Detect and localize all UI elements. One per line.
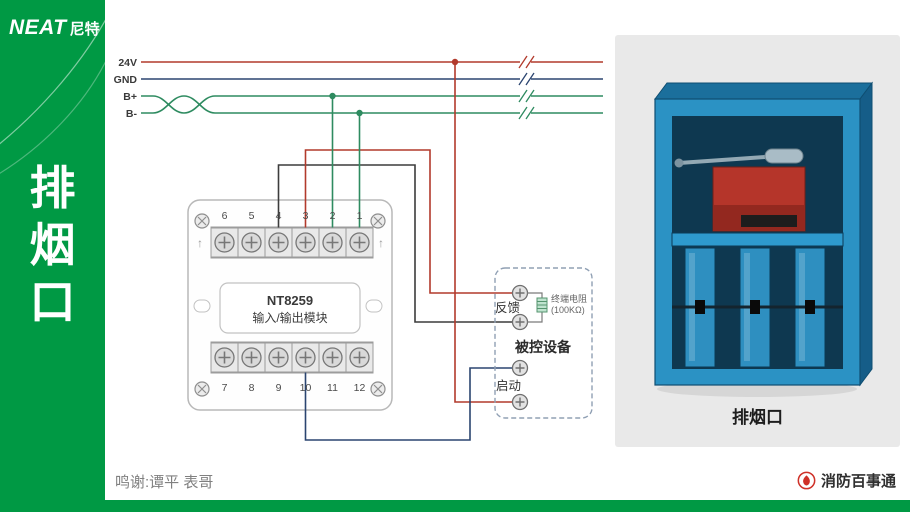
terminal-number: 10 xyxy=(300,382,312,394)
device-terminal-icon xyxy=(511,359,529,377)
corner-screw-icon xyxy=(194,213,210,229)
brand-logo-en: NEAT xyxy=(9,16,67,39)
product-photo xyxy=(654,81,873,397)
module-name: 输入/输出模块 xyxy=(252,310,327,325)
terminal-number: 9 xyxy=(276,382,282,394)
bus-label-bminus: B- xyxy=(126,108,138,120)
title-char-3: 口 xyxy=(29,276,76,328)
module-texts: 6 5 4 3 2 1 ↑ ↑ NT8259 输入/输出模块 7 8 9 10 … xyxy=(197,210,384,394)
corner-screw-icon xyxy=(194,381,210,397)
terminal-screw-icon xyxy=(345,342,374,373)
module-top-terminals xyxy=(210,227,374,258)
terminal-number: 11 xyxy=(327,382,338,394)
decorative-arcs xyxy=(0,19,105,174)
module-label-box xyxy=(219,282,361,334)
footer-green-bar xyxy=(0,500,910,512)
bus-break-marks xyxy=(518,55,535,120)
terminal-screw-icon xyxy=(237,342,266,373)
footer-brand-name: 消防百事通 xyxy=(820,473,896,490)
bus-label-bplus: B+ xyxy=(123,91,137,103)
up-arrow-icon: ↑ xyxy=(378,236,384,250)
device-terminal-icon xyxy=(511,313,529,331)
product-caption: 排烟口 xyxy=(732,408,783,427)
device-terminal-icon xyxy=(511,284,529,302)
device-terminal-icon xyxy=(511,393,529,411)
start-label: 启动 xyxy=(496,379,521,393)
bus-line-bplus xyxy=(141,95,603,114)
terminal-number: 3 xyxy=(303,210,309,222)
terminal-screw-icon xyxy=(237,227,266,258)
product-photo-panel: 排烟口 xyxy=(615,35,900,447)
bus-lines: 24V GND B+ B- xyxy=(114,57,603,120)
terminal-number: 2 xyxy=(330,210,336,222)
junction-dots xyxy=(329,58,459,117)
title-char-2: 烟 xyxy=(29,219,76,271)
terminal-screw-icon xyxy=(210,227,239,258)
module-model: NT8259 xyxy=(267,293,313,308)
terminal-screw-icon xyxy=(291,227,320,258)
terminal-screw-icon xyxy=(318,342,347,373)
wire-24v-red xyxy=(454,62,513,403)
title-char-1: 排 xyxy=(29,162,76,214)
resistor-value: (100KΩ) xyxy=(551,305,585,315)
page-title-vertical: 排 烟 口 xyxy=(0,160,105,331)
terminal-number: 8 xyxy=(249,382,255,394)
terminal-resistor-icon xyxy=(527,292,548,323)
terminal-number: 6 xyxy=(222,210,228,222)
feedback-label: 反馈 xyxy=(495,301,520,315)
terminal-screw-icon xyxy=(345,227,374,258)
resistor-name: 终端电阻 xyxy=(551,293,587,304)
terminal-screw-icon xyxy=(318,227,347,258)
corner-screw-icon xyxy=(370,213,386,229)
brand-logo-cn: 尼特 xyxy=(69,21,100,38)
flame-logo-icon xyxy=(797,471,816,490)
terminal-number: 7 xyxy=(222,382,228,394)
bus-label-24v: 24V xyxy=(118,57,137,69)
module-notch-left xyxy=(193,299,211,313)
actuator xyxy=(674,148,806,232)
module-notch-right xyxy=(365,299,383,313)
wire-start-navy xyxy=(304,357,513,441)
terminal-number: 12 xyxy=(354,382,366,394)
corner-screw-icon xyxy=(370,381,386,397)
terminal-screw-icon xyxy=(264,227,293,258)
up-arrow-icon: ↑ xyxy=(197,236,203,250)
controlled-device-title: 被控设备 xyxy=(515,339,572,355)
module-bottom-terminals xyxy=(210,342,374,373)
credits-text: 鸣谢:谭平 表哥 xyxy=(115,474,214,491)
module-corner-screws xyxy=(194,213,386,397)
wires xyxy=(277,62,513,441)
footer-brand: 消防百事通 xyxy=(797,470,896,491)
wire-feedback-black xyxy=(277,164,513,323)
terminal-number: 5 xyxy=(249,210,255,222)
terminal-screw-icon xyxy=(210,342,239,373)
wire-feedback-red xyxy=(304,149,513,294)
bus-line-bminus xyxy=(141,95,603,114)
terminal-screw-icon xyxy=(264,342,293,373)
controlled-device-box: 反馈 启动 被控设备 终端电阻 (100KΩ) xyxy=(494,267,593,419)
bus-label-gnd: GND xyxy=(114,74,138,86)
terminal-number: 1 xyxy=(357,210,363,222)
louver-blades xyxy=(672,247,843,368)
terminal-number: 4 xyxy=(276,210,282,222)
terminal-screw-icon xyxy=(291,342,320,373)
